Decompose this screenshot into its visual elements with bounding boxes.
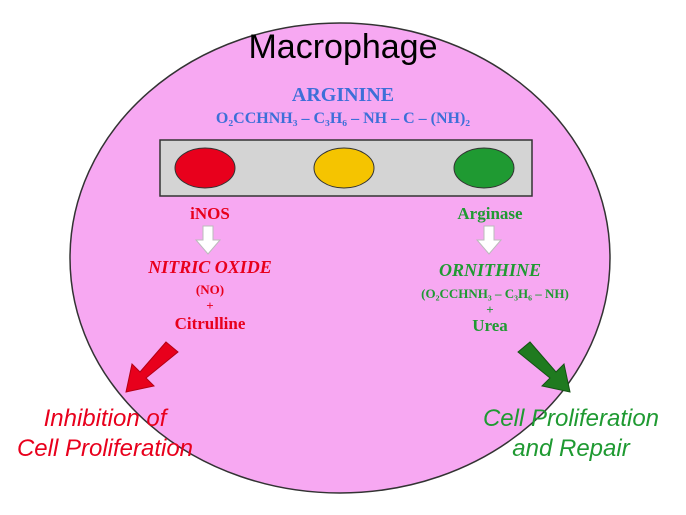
ornithine-label: ORNITHINE (438, 260, 541, 280)
inos-down-arrow (194, 225, 222, 255)
arginine-formula: O₂CCHNH₃ – C₃H₆ – NH – C – (NH)₂ (215, 110, 471, 127)
diagram-title: Macrophage (248, 28, 438, 66)
urea-label: Urea (472, 316, 508, 335)
inos-label: iNOS (190, 204, 230, 223)
inhibition-outcome-line2: Cell Proliferation (16, 435, 194, 462)
arginase-label: Arginase (457, 204, 523, 223)
proliferation-outcome: Cell Proliferation and Repair (456, 404, 686, 464)
yellow-oval (313, 147, 375, 189)
nitric-oxide-label: NITRIC OXIDE (148, 257, 272, 277)
citrulline-label: Citrulline (174, 314, 246, 333)
no-abbreviation: (NO) (195, 282, 225, 297)
ornithine-formula: (O₂CCHNH₃ – C₃H₆ – NH) (421, 286, 569, 301)
red-oval (174, 147, 236, 189)
arginase-down-arrow (475, 225, 503, 255)
left-plus-sign: + (206, 298, 214, 313)
inhibition-outcome-line1: Inhibition of (43, 405, 167, 432)
inhibition-outcome: Inhibition of Cell Proliferation (0, 404, 210, 464)
green-diagonal-arrow (517, 341, 571, 393)
right-plus-sign: + (486, 302, 494, 317)
proliferation-outcome-line1: Cell Proliferation (482, 405, 660, 432)
green-oval (453, 147, 515, 189)
red-diagonal-arrow (125, 341, 179, 393)
arginine-label: ARGININE (291, 84, 395, 106)
proliferation-outcome-line2: and Repair (512, 435, 630, 462)
